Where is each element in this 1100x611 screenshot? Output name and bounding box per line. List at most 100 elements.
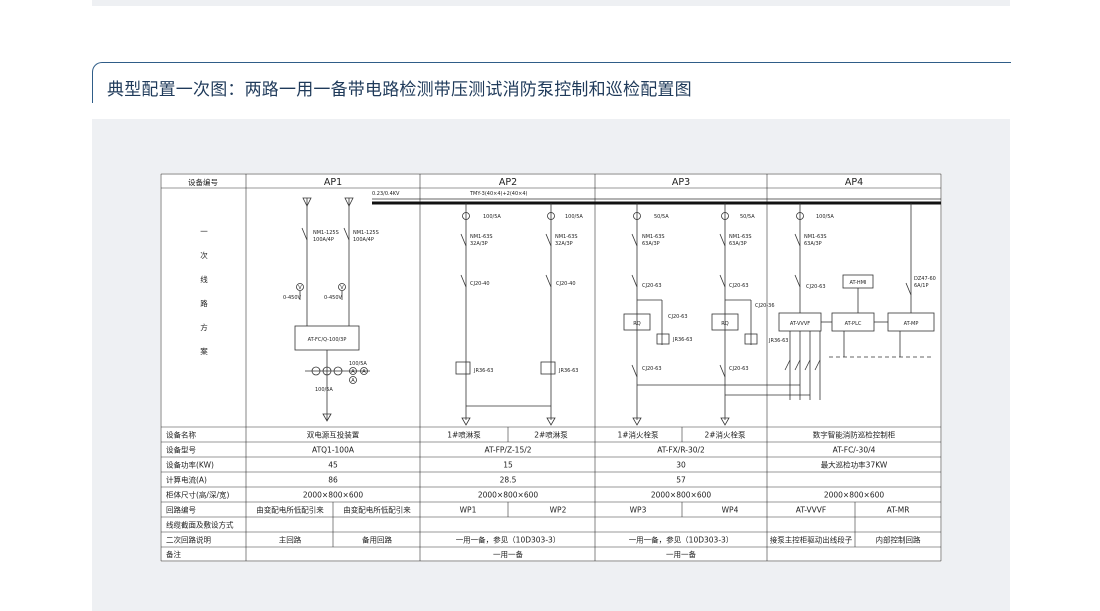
- table-cell: 由变配电所低配引来: [343, 505, 411, 515]
- ap2-breaker-rating-2: 32A/3P: [555, 241, 573, 247]
- header-label: 设备编号: [188, 177, 218, 187]
- table-cell: AT-FC/-30/4: [833, 446, 876, 455]
- table-cell: WP4: [722, 506, 739, 515]
- scheme-char: 一: [200, 227, 208, 236]
- ap1-breaker-main-model: NM1-125S: [313, 230, 339, 236]
- table-cell: 一用一备，参见（10D303-3）: [456, 535, 561, 545]
- ap2-ct-label-2: 100/5A: [565, 214, 583, 220]
- scheme-label: 一 次 线 路 方 案: [200, 227, 208, 356]
- bus-spec-label: TMY-3(40×4)+2(40×4): [469, 191, 528, 197]
- table-cell: AT-MR: [887, 506, 910, 515]
- row-labels: 设备名称 设备型号 设备功率(KW) 计算电流(A) 柜体尺寸(高/深/宽) 回…: [166, 430, 234, 560]
- table-grid: [160, 173, 942, 562]
- row-label: 线缆截面及敷设方式: [166, 520, 234, 530]
- ap2-circuit: 100/5A NM1-63S 32A/3P CJ20-40 JR36-63 10…: [455, 203, 583, 426]
- busbar: 0.23/0.4KV TMY-3(40×4)+2(40×4): [372, 191, 941, 205]
- ap2-breaker-model: NM1-63S: [470, 234, 493, 240]
- table-cell: AT-FX/R-30/2: [657, 446, 705, 455]
- table-cell: WP2: [550, 506, 567, 515]
- table-cell: 86: [328, 476, 338, 485]
- table-cell: AT-FP/Z-15/2: [484, 446, 531, 455]
- row-label: 设备功率(KW): [166, 460, 214, 470]
- ap1-ct-label: 100/5A: [349, 361, 367, 367]
- ap3-ct-label: 50/5A: [654, 214, 669, 220]
- ap3-relay: JR36-63: [672, 337, 692, 343]
- table-cell: 57: [676, 476, 686, 485]
- row-label: 计算电流(A): [166, 475, 207, 485]
- ap4-ct-label: 100/5A: [816, 214, 834, 220]
- ap4-contactor: CJ20-63: [806, 284, 826, 290]
- table-cell: 15: [503, 461, 513, 470]
- table-cell: 双电源互投装置: [307, 430, 360, 440]
- ap1-ammeter-symbol-2: A: [362, 369, 366, 375]
- schematic-drawing: 设备编号 AP1 AP2 AP3 AP4 一 次 线 路 方 案 0.23/0.…: [160, 173, 942, 562]
- table-cell: 2000×800×600: [478, 491, 539, 500]
- ap2-breaker-rating: 32A/3P: [470, 241, 488, 247]
- scheme-char: 线: [200, 274, 208, 284]
- ap2-contactor: CJ20-40: [470, 281, 490, 287]
- table-cell: AT-VVVF: [796, 506, 826, 515]
- ap3-breaker-rating-2: 63A/3P: [729, 241, 747, 247]
- table-cell: 2000×800×600: [303, 491, 364, 500]
- ap2-relay-2: JR36-63: [558, 368, 578, 374]
- ap4-breaker-rating: 63A/3P: [804, 241, 822, 247]
- ap1-voltmeter-symbol-2: V: [340, 285, 344, 291]
- group-ap2: AP2: [499, 177, 517, 188]
- ap3-contactor-a: CJ20-63: [642, 283, 662, 289]
- ap1-breaker-backup-model: NM1-125S: [353, 230, 379, 236]
- scheme-char: 次: [200, 250, 208, 260]
- ap4-plc: AT-PLC: [845, 321, 862, 327]
- table-cell: 45: [328, 461, 338, 470]
- table-cell: 最大巡检功率37KW: [821, 460, 888, 470]
- row-label: 备注: [166, 549, 181, 559]
- table-cell: 2#消火栓泵: [704, 430, 746, 440]
- bus-voltage-label: 0.23/0.4KV: [372, 191, 400, 197]
- table-cell: 1#喷淋泵: [447, 430, 481, 440]
- page-title: 典型配置一次图：两路一用一备带电路检测带压测试消防泵控制和巡检配置图: [107, 80, 692, 100]
- ap1-voltmeter-symbol: V: [298, 285, 302, 291]
- table-cell: 2#喷淋泵: [534, 430, 568, 440]
- table-cell: WP3: [630, 506, 647, 515]
- table-cell: 备用回路: [362, 535, 392, 545]
- table-cell: ATQ1-100A: [312, 446, 355, 455]
- group-ap1: AP1: [324, 177, 342, 188]
- row-label: 设备名称: [166, 430, 196, 440]
- table-cell: 接泵主控柜驱动出线段子: [770, 535, 853, 545]
- table-cell: 2000×800×600: [824, 491, 885, 500]
- ap3-soft-start-2: RQ: [721, 321, 728, 327]
- table-cell: 2000×800×600: [651, 491, 712, 500]
- ap1-circuit: NM1-125S 100A/4P NM1-125S 100A/4P V 0-45…: [283, 197, 379, 422]
- ap2-ct-label: 100/5A: [483, 214, 501, 220]
- ap3-contactor-d: CJ20-36: [755, 303, 775, 309]
- table-cell: 数字智能消防巡检控制柜: [813, 430, 896, 440]
- ap2-contactor-2: CJ20-40: [556, 281, 576, 287]
- table-cell: 主回路: [279, 535, 302, 545]
- ap1-voltmeter-range: 0-450V: [283, 295, 302, 301]
- table-cell: 一用一备: [493, 549, 523, 559]
- ap4-breaker-model: NM1-63S: [804, 234, 827, 240]
- group-ap3: AP3: [672, 177, 690, 188]
- ap4-hmi: AT-HMI: [850, 280, 867, 286]
- row-label: 回路编号: [166, 505, 196, 515]
- ap4-aux-breaker-model: DZ47-60: [914, 276, 936, 282]
- title-frame: [92, 62, 1011, 103]
- group-ap4: AP4: [845, 177, 863, 188]
- scheme-char: 路: [200, 298, 208, 308]
- scheme-char: 案: [200, 346, 208, 356]
- schematic-sheet: 设备编号 AP1 AP2 AP3 AP4 一 次 线 路 方 案 0.23/0.…: [160, 173, 942, 562]
- ap2-breaker-model-2: NM1-63S: [555, 234, 578, 240]
- ap3-contactor-c: CJ20-63: [642, 366, 662, 372]
- table-cell: 30: [676, 461, 686, 470]
- scheme-char: 方: [200, 322, 208, 332]
- table-cell: 一用一备，参见（10D303-3）: [629, 535, 734, 545]
- ap1-breaker-main-rating: 100A/4P: [313, 237, 334, 243]
- table-cell: 一用一备: [666, 549, 696, 559]
- ap4-circuit: 100/5A NM1-63S 63A/3P CJ20-63 AT-HMI AT-…: [768, 203, 936, 400]
- ap2-relay: JR36-63: [473, 368, 493, 374]
- table-cell: 28.5: [500, 476, 517, 485]
- ap3-circuit: 50/5A NM1-63S 63A/3P CJ20-63 RQ CJ20-63 …: [623, 203, 810, 426]
- table-cell: 由变配电所低配引来: [256, 505, 324, 515]
- ap1-ct-label-2: 100/5A: [315, 387, 333, 393]
- ap1-breaker-backup-rating: 100A/4P: [353, 237, 374, 243]
- ap3-contactor-b: CJ20-63: [668, 314, 688, 320]
